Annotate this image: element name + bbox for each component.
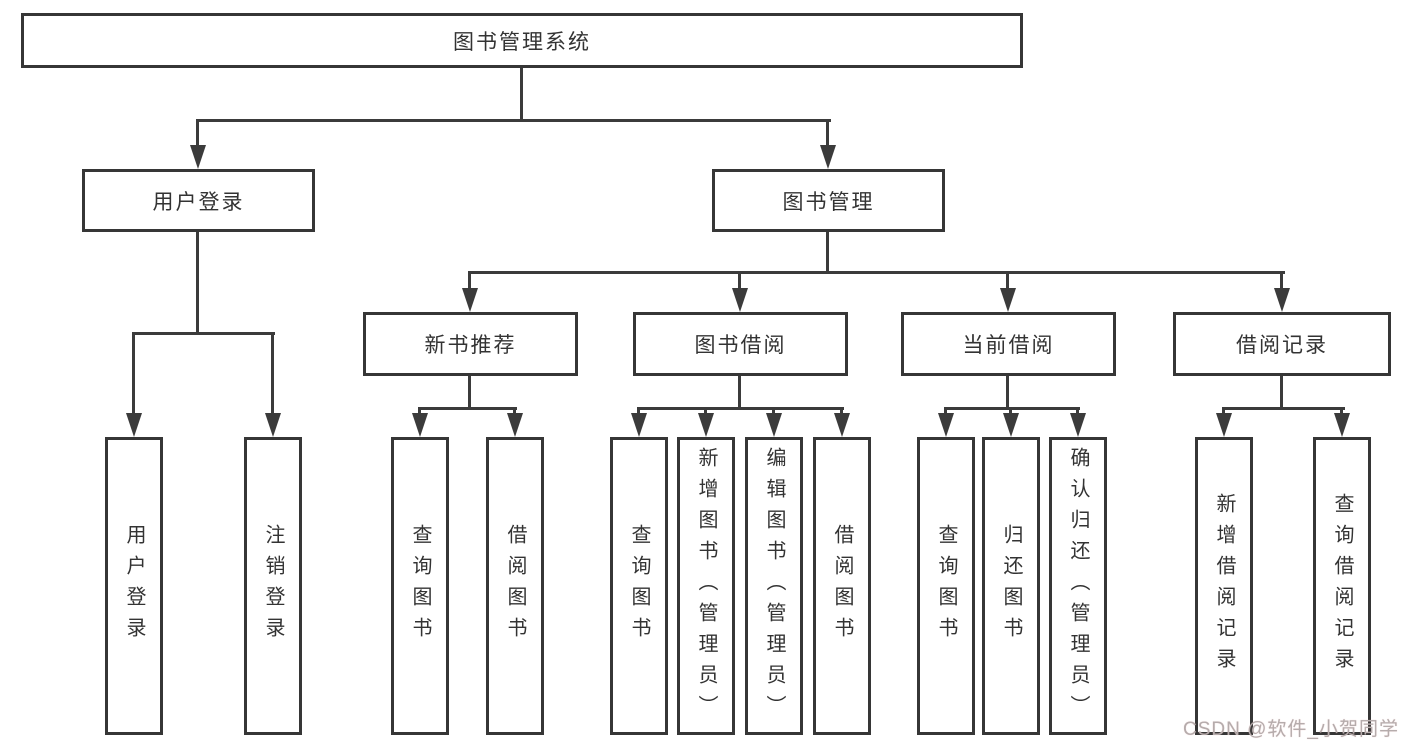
node-current-borrow: 当前借阅 xyxy=(901,312,1116,376)
arrowhead-icon xyxy=(1070,413,1086,437)
arrowhead-icon xyxy=(126,413,142,437)
connector-bookmgmt-bar xyxy=(468,271,1285,274)
connector-root-drop-left xyxy=(196,119,199,147)
leaf-user-login: 用户登录 xyxy=(105,437,163,735)
node-root: 图书管理系统 xyxy=(21,13,1023,68)
connector-record-bar xyxy=(1222,407,1345,410)
connector-borrow-bar xyxy=(637,407,844,410)
leaf-add-book-admin: 新增图书（管理员） xyxy=(677,437,735,735)
node-user-login: 用户登录 xyxy=(82,169,315,232)
arrowhead-icon xyxy=(1000,288,1016,312)
arrowhead-icon xyxy=(820,145,836,169)
connector-bookmgmt-drop-3 xyxy=(1006,271,1009,291)
leaf-confirm-return-admin: 确认归还（管理员） xyxy=(1049,437,1107,735)
connector-newbook-bar xyxy=(418,407,517,410)
arrowhead-icon xyxy=(631,413,647,437)
connector-root-stem xyxy=(520,68,523,121)
leaf-return-book: 归还图书 xyxy=(982,437,1040,735)
node-new-book-recommend: 新书推荐 xyxy=(363,312,578,376)
connector-borrow-stem xyxy=(738,376,741,410)
arrowhead-icon xyxy=(265,413,281,437)
connector-root-drop-right xyxy=(826,119,829,147)
arrowhead-icon xyxy=(412,413,428,437)
leaf-query-book-3: 查询图书 xyxy=(917,437,975,735)
connector-newbook-stem xyxy=(468,376,471,410)
arrowhead-icon xyxy=(1274,288,1290,312)
arrowhead-icon xyxy=(462,288,478,312)
arrowhead-icon xyxy=(766,413,782,437)
leaf-query-borrow-record: 查询借阅记录 xyxy=(1313,437,1371,735)
connector-bookmgmt-drop-4 xyxy=(1280,271,1283,291)
leaf-query-book-2: 查询图书 xyxy=(610,437,668,735)
leaf-query-book-1: 查询图书 xyxy=(391,437,449,735)
arrowhead-icon xyxy=(1003,413,1019,437)
node-book-borrow: 图书借阅 xyxy=(633,312,848,376)
leaf-logout: 注销登录 xyxy=(244,437,302,735)
leaf-borrow-book-1: 借阅图书 xyxy=(486,437,544,735)
connector-userlogin-bar xyxy=(132,332,275,335)
connector-root-bar xyxy=(196,119,831,122)
leaf-borrow-book-2: 借阅图书 xyxy=(813,437,871,735)
connector-userlogin-drop-2 xyxy=(271,332,274,415)
connector-current-stem xyxy=(1006,376,1009,410)
arrowhead-icon xyxy=(190,145,206,169)
connector-bookmgmt-drop-1 xyxy=(468,271,471,291)
leaf-edit-book-admin: 编辑图书（管理员） xyxy=(745,437,803,735)
connector-bookmgmt-stem xyxy=(826,232,829,274)
arrowhead-icon xyxy=(938,413,954,437)
arrowhead-icon xyxy=(1216,413,1232,437)
leaf-add-borrow-record: 新增借阅记录 xyxy=(1195,437,1253,735)
connector-bookmgmt-drop-2 xyxy=(738,271,741,291)
arrowhead-icon xyxy=(732,288,748,312)
connector-userlogin-drop-1 xyxy=(132,332,135,415)
arrowhead-icon xyxy=(698,413,714,437)
csdn-watermark: CSDN @软件_小贺同学 xyxy=(1183,719,1399,740)
arrowhead-icon xyxy=(1334,413,1350,437)
connector-userlogin-stem xyxy=(196,232,199,335)
arrowhead-icon xyxy=(834,413,850,437)
connector-current-bar xyxy=(944,407,1080,410)
node-borrow-record: 借阅记录 xyxy=(1173,312,1391,376)
arrowhead-icon xyxy=(507,413,523,437)
connector-record-stem xyxy=(1280,376,1283,410)
node-book-management: 图书管理 xyxy=(712,169,945,232)
